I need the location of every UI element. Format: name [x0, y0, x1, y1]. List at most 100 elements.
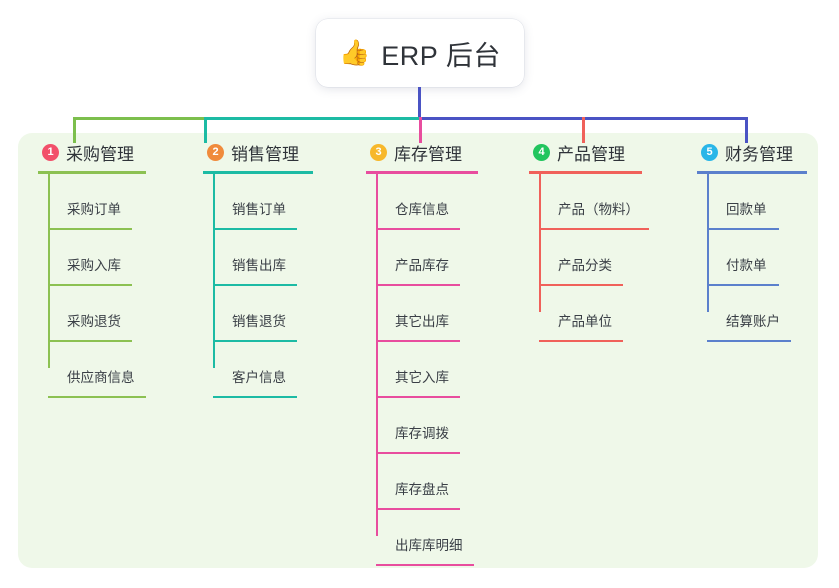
leaf-item[interactable]: 产品库存 — [366, 230, 478, 286]
column-badge-sales: 2 — [207, 143, 224, 161]
leaf-rule — [213, 340, 297, 342]
leaf-label: 客户信息 — [232, 370, 286, 385]
leaf-label: 付款单 — [726, 258, 767, 273]
leaf-rule — [539, 284, 623, 286]
column-inventory: 3 库存管理仓库信息产品库存其它出库其它入库库存调拨库存盘点出库库明细 — [366, 140, 478, 566]
leaf-rule — [376, 340, 460, 342]
leaf-rule — [213, 396, 297, 398]
leaf-rule — [376, 284, 460, 286]
column-header-inventory[interactable]: 3 库存管理 — [366, 140, 478, 164]
leaf-item[interactable]: 供应商信息 — [38, 342, 146, 398]
leaf-label: 销售出库 — [232, 258, 286, 273]
leaf-item[interactable]: 采购入库 — [38, 230, 146, 286]
bus-green — [73, 117, 204, 120]
leaf-item[interactable]: 产品分类 — [529, 230, 642, 286]
leaf-rule — [707, 228, 779, 230]
column-header-product[interactable]: 4 产品管理 — [529, 140, 642, 164]
column-body-finance: 回款单付款单结算账户 — [697, 174, 807, 342]
root-stem-connector — [418, 87, 421, 118]
leaf-rule — [707, 340, 791, 342]
leaf-item[interactable]: 库存盘点 — [366, 454, 478, 510]
leaf-label: 其它出库 — [395, 314, 449, 329]
leaf-item[interactable]: 其它入库 — [366, 342, 478, 398]
column-header-finance[interactable]: 5 财务管理 — [697, 140, 807, 164]
leaf-item[interactable]: 结算账户 — [697, 286, 807, 342]
leaf-label: 库存调拨 — [395, 426, 449, 441]
leaf-item[interactable]: 库存调拨 — [366, 398, 478, 454]
leaf-item[interactable]: 采购退货 — [38, 286, 146, 342]
column-badge-inventory: 3 — [370, 143, 387, 161]
leaf-item[interactable]: 产品单位 — [529, 286, 642, 342]
column-title-inventory: 库存管理 — [394, 144, 462, 164]
bus-teal — [204, 117, 419, 120]
column-spine-sales — [213, 174, 215, 368]
column-rule-sales — [203, 171, 313, 174]
leaf-item[interactable]: 其它出库 — [366, 286, 478, 342]
root-node-content: 👍 ERP 后台 — [339, 34, 501, 73]
leaf-rule — [48, 228, 132, 230]
leg-4 — [582, 117, 585, 143]
leaf-label: 销售退货 — [232, 314, 286, 329]
leaf-label: 结算账户 — [726, 314, 780, 329]
leaf-item[interactable]: 产品（物料） — [529, 174, 649, 230]
leaf-item[interactable]: 付款单 — [697, 230, 807, 286]
leaf-rule — [376, 508, 460, 510]
leaf-label: 产品（物料） — [558, 202, 639, 217]
leaf-rule — [707, 284, 779, 286]
column-spine-finance — [707, 174, 709, 312]
leg-2 — [204, 117, 207, 143]
leaf-item[interactable]: 仓库信息 — [366, 174, 478, 230]
leaf-label: 销售订单 — [232, 202, 286, 217]
column-rule-finance — [697, 171, 807, 174]
column-title-finance: 财务管理 — [725, 144, 793, 164]
leaf-item[interactable]: 客户信息 — [203, 342, 313, 398]
column-spine-purchase — [48, 174, 50, 368]
leg-3 — [419, 117, 422, 143]
leaf-rule — [376, 228, 460, 230]
leaf-label: 产品单位 — [558, 314, 612, 329]
leaf-label: 采购入库 — [67, 258, 121, 273]
leaf-item[interactable]: 出库库明细 — [366, 510, 478, 566]
leaf-item[interactable]: 回款单 — [697, 174, 807, 230]
column-body-sales: 销售订单销售出库销售退货客户信息 — [203, 174, 313, 398]
leaf-label: 其它入库 — [395, 370, 449, 385]
leg-1 — [73, 117, 76, 143]
column-badge-finance: 5 — [701, 143, 718, 161]
leaf-label: 采购订单 — [67, 202, 121, 217]
column-body-inventory: 仓库信息产品库存其它出库其它入库库存调拨库存盘点出库库明细 — [366, 174, 478, 566]
column-body-product: 产品（物料） 产品分类产品单位 — [529, 174, 649, 342]
column-title-product: 产品管理 — [557, 144, 625, 164]
column-product: 4 产品管理产品（物料） 产品分类产品单位 — [529, 140, 649, 342]
leaf-rule — [213, 228, 297, 230]
leaf-rule — [48, 284, 132, 286]
column-badge-product: 4 — [533, 143, 550, 161]
column-finance: 5 财务管理回款单付款单结算账户 — [697, 140, 807, 342]
leaf-item[interactable]: 采购订单 — [38, 174, 146, 230]
leaf-rule — [213, 284, 297, 286]
leaf-label: 供应商信息 — [67, 370, 135, 385]
leaf-item[interactable]: 销售出库 — [203, 230, 313, 286]
leaf-item[interactable]: 销售订单 — [203, 174, 313, 230]
root-node[interactable]: 👍 ERP 后台 — [316, 19, 524, 87]
leaf-label: 采购退货 — [67, 314, 121, 329]
leaf-label: 仓库信息 — [395, 202, 449, 217]
column-rule-product — [529, 171, 642, 174]
column-spine-inventory — [376, 174, 378, 536]
leaf-rule — [376, 396, 460, 398]
column-body-purchase: 采购订单采购入库采购退货供应商信息 — [38, 174, 146, 398]
leaf-label: 产品分类 — [558, 258, 612, 273]
leaf-rule — [376, 564, 474, 566]
column-rule-purchase — [38, 171, 146, 174]
leaf-rule — [48, 396, 146, 398]
leaf-rule — [376, 452, 460, 454]
branches-panel — [18, 133, 818, 568]
leaf-rule — [539, 340, 623, 342]
column-title-purchase: 采购管理 — [66, 144, 134, 164]
root-title: ERP 后台 — [381, 40, 501, 71]
leaf-item[interactable]: 销售退货 — [203, 286, 313, 342]
